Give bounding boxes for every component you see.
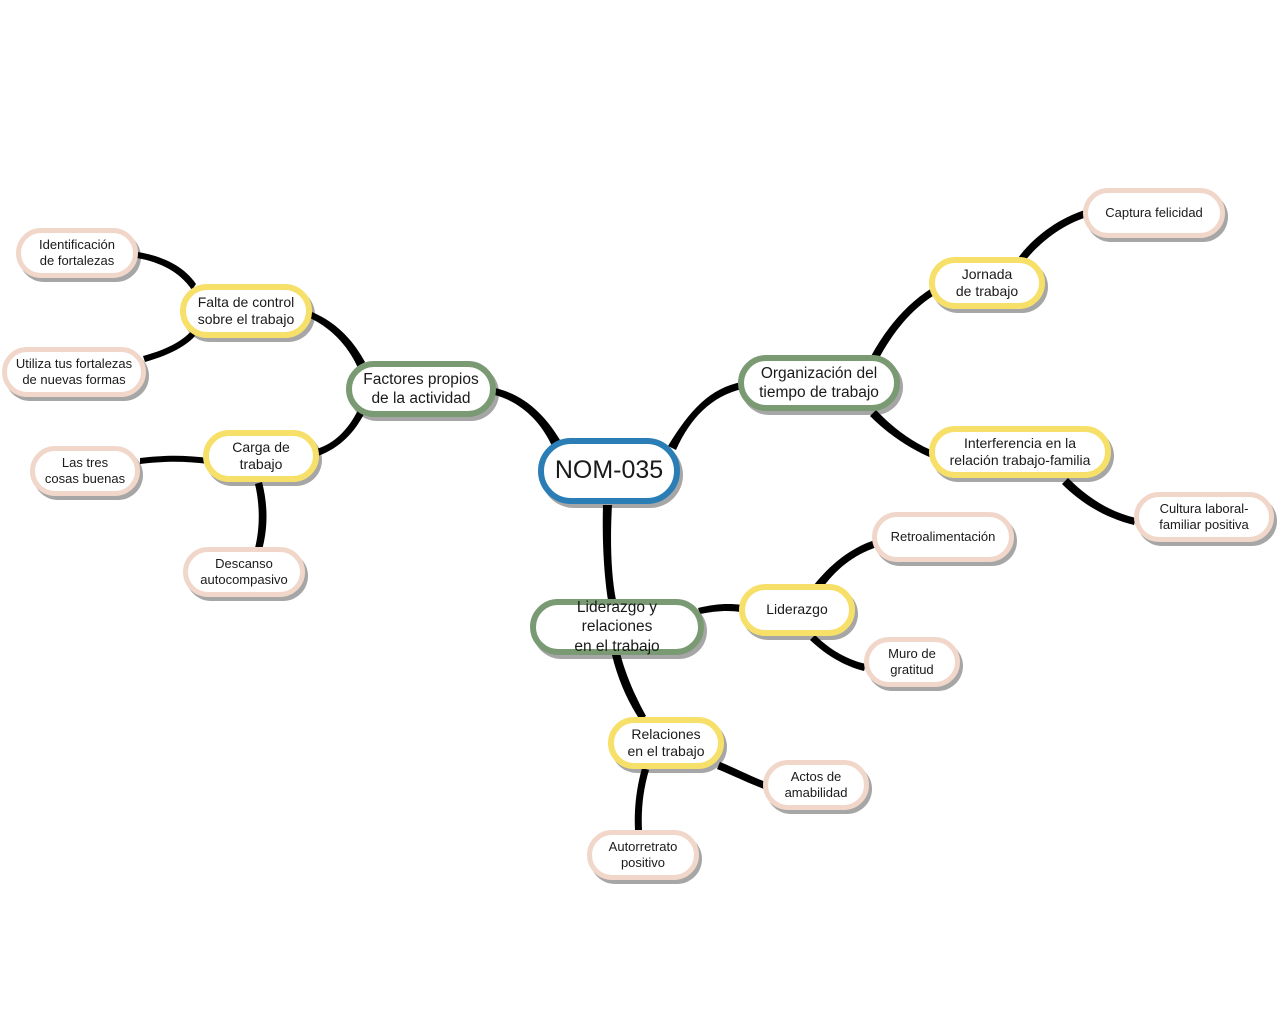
connector-factores-carga [316,410,365,456]
connector-interferencia-cultura [1062,478,1136,525]
branch-label: Liderazgo y relaciones en el trabajo [574,598,660,655]
leaf-retroalimentacion[interactable]: Retroalimentación [872,512,1014,562]
connector-relaciones-autorretrato [634,768,649,830]
subtopic-label: Jornada de trabajo [955,265,1019,300]
branch-organizacion-tiempo[interactable]: Organización del tiempo de trabajo [738,355,900,411]
connector-liderazgo-muro [810,635,866,671]
leaf-label: Actos de amabilidad [784,768,848,800]
leaf-autorretrato-positivo[interactable]: Autorretrato positivo [587,830,699,880]
subtopic-interferencia[interactable]: Interferencia en la relación trabajo-fam… [929,426,1111,478]
leaf-tres-cosas-buenas[interactable]: Las tres cosas buenas [30,446,140,496]
connector-org-interferencia [870,410,936,459]
connector-root-organizacion [668,382,742,450]
connector-carga-descanso [255,482,267,550]
connector-falta-identificacion [137,252,196,290]
leaf-label: Muro de gratitud [888,645,936,677]
leaf-label: Retroalimentación [890,528,996,544]
subtopic-label: Carga de trabajo [232,438,290,473]
connector-relaciones-actos [717,762,766,789]
connector-root-liderazgo-rel [602,505,616,600]
root-node[interactable]: NOM-035 [538,438,680,504]
leaf-label: Cultura laboral- familiar positiva [1159,500,1249,532]
leaf-label: Identificación de fortalezas [39,236,115,268]
branch-factores-propios[interactable]: Factores propios de la actividad [346,361,496,417]
branch-label: Organización del tiempo de trabajo [759,364,879,401]
leaf-cultura-laboral[interactable]: Cultura laboral- familiar positiva [1134,492,1274,542]
subtopic-label: Falta de control sobre el trabajo [197,293,295,328]
leaf-label: Descanso autocompasivo [200,555,288,587]
connector-factores-falta [310,312,365,368]
subtopic-relaciones-trabajo[interactable]: Relaciones en el trabajo [608,717,724,769]
leaf-label: Autorretrato positivo [608,838,678,870]
leaf-actos-amabilidad[interactable]: Actos de amabilidad [763,760,869,810]
leaf-label: Utiliza tus fortalezas de nuevas formas [15,355,133,387]
leaf-label: Captura felicidad [1105,204,1203,220]
connector-falta-utiliza [143,330,195,362]
leaf-utiliza-fortalezas[interactable]: Utiliza tus fortalezas de nuevas formas [2,347,146,397]
connector-org-jornada [870,288,936,360]
subtopic-liderazgo[interactable]: Liderazgo [739,584,855,636]
subtopic-jornada-trabajo[interactable]: Jornada de trabajo [929,257,1045,309]
subtopic-label: Interferencia en la relación trabajo-fam… [949,434,1091,469]
connector-root-factores [495,388,560,446]
leaf-label: Las tres cosas buenas [44,454,126,486]
connector-lidrel-relaciones [612,653,646,720]
branch-label: Factores propios de la actividad [363,370,479,407]
leaf-captura-felicidad[interactable]: Captura felicidad [1083,188,1225,238]
branch-liderazgo-relaciones[interactable]: Liderazgo y relaciones en el trabajo [530,599,704,655]
subtopic-label: Liderazgo [766,601,828,618]
connector-liderazgo-retro [814,540,877,590]
connector-lidrel-liderazgo [698,604,742,614]
subtopic-label: Relaciones en el trabajo [627,725,705,760]
leaf-muro-gratitud[interactable]: Muro de gratitud [864,637,960,687]
leaf-identificacion-fortalezas[interactable]: Identificación de fortalezas [16,228,138,278]
root-label: NOM-035 [554,456,664,485]
subtopic-carga-trabajo[interactable]: Carga de trabajo [203,430,319,482]
subtopic-falta-control[interactable]: Falta de control sobre el trabajo [180,284,312,338]
connector-jornada-captura [1018,210,1087,262]
connector-carga-lastres [140,455,208,464]
leaf-descanso-autocompasivo[interactable]: Descanso autocompasivo [183,547,305,597]
